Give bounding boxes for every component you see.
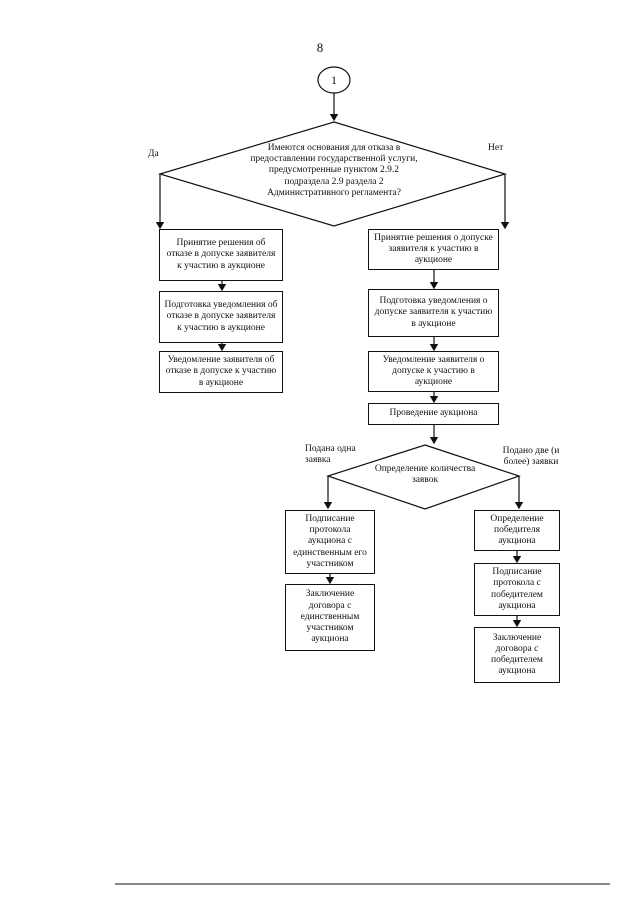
decision2-text: Определение количества заявок — [374, 464, 476, 486]
decision1-text: Имеются основания для отказа в предостав… — [250, 143, 418, 198]
decision2-diamond — [326, 444, 521, 510]
multi-step-3: Заключение договора с победителем аукцио… — [474, 627, 560, 683]
right-step-2: Подготовка уведомления о допуске заявите… — [368, 289, 499, 337]
right-step-1: Принятие решения о допуске заявителя к у… — [368, 229, 499, 270]
decision2-right-label: Подано две (и более) заявки — [502, 446, 560, 467]
right-step-3: Уведомление заявителя о допуске к участи… — [368, 351, 499, 392]
left-step-1: Принятие решения об отказе в допуске зая… — [159, 229, 283, 281]
decision1-diamond — [157, 121, 508, 227]
decision1-yes-label: Да — [148, 149, 159, 159]
decision1-no-label: Нет — [488, 143, 504, 153]
right-step-auction: Проведение аукциона — [368, 403, 499, 425]
left-step-2: Подготовка уведомления об отказе в допус… — [159, 291, 283, 343]
left-step-3: Уведомление заявителя об отказе в допуск… — [159, 351, 283, 393]
multi-step-2: Подписание протокола с победителем аукци… — [474, 563, 560, 616]
page-number: 8 — [316, 40, 324, 55]
decision2-left-label: Подана одна заявка — [305, 444, 356, 465]
single-step-2: Заключение договора с единственным участ… — [285, 584, 375, 651]
connector-label: 1 — [331, 72, 337, 87]
multi-step-1: Определение победителя аукциона — [474, 510, 560, 551]
single-step-1: Подписание протокола аукциона с единстве… — [285, 510, 375, 574]
